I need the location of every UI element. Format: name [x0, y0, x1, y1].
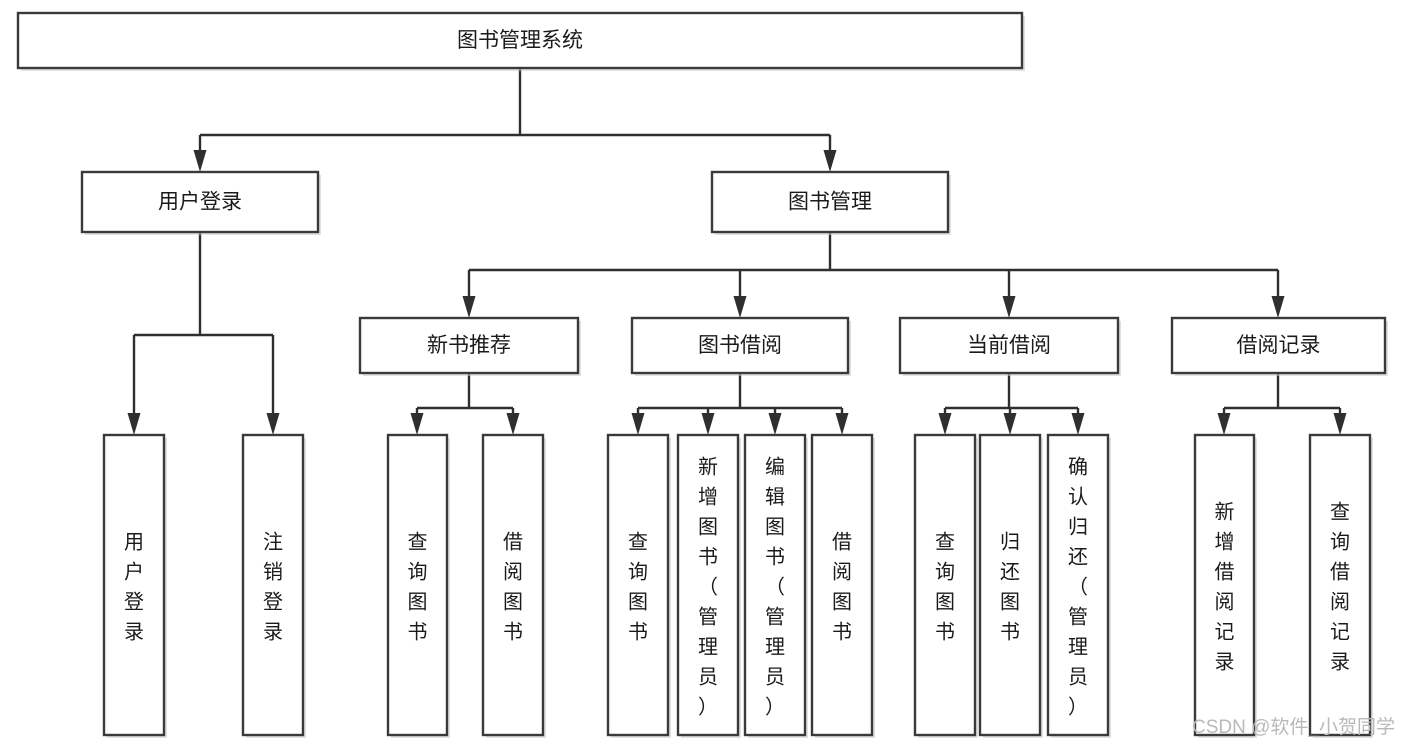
node-label: 查询借阅记录 [1330, 500, 1350, 673]
node-box-outline [913, 433, 977, 737]
leaf-node-user-logout[interactable]: 注销登录 [241, 433, 306, 738]
arrow-head-icon [1333, 413, 1347, 435]
node-label: 查询图书 [628, 530, 648, 643]
node-box-outline [978, 433, 1042, 737]
node-borrow-record[interactable]: 借阅记录 [1170, 316, 1388, 376]
arrow-head-icon [631, 413, 645, 435]
node-box-outline [810, 433, 874, 737]
node-box-outline [358, 316, 580, 375]
connector-userlogin-to-leaves [127, 232, 280, 435]
leaf-node-borrow-query[interactable]: 查询图书 [606, 433, 671, 738]
node-label: 借阅记录 [1237, 334, 1321, 357]
node-box-outline [1308, 433, 1372, 737]
node-label: 注销登录 [263, 530, 283, 643]
arrow-head-icon [266, 413, 280, 435]
node-root-system[interactable]: 图书管理系统 [16, 11, 1025, 71]
arrow-head-icon [1271, 296, 1285, 318]
node-user-login[interactable]: 用户登录 [80, 170, 321, 235]
boxes-layer: 图书管理系统用户登录图书管理新书推荐图书借阅当前借阅借阅记录用户登录注销登录查询… [16, 11, 1388, 738]
node-label: 归还图书 [1000, 530, 1020, 643]
node-label: 借阅图书 [503, 530, 523, 643]
leaf-node-borrow-add[interactable]: 新增图书（管理员） [676, 433, 741, 738]
node-label: 查询图书 [935, 530, 955, 643]
arrow-head-icon [127, 413, 141, 435]
node-box-outline [102, 433, 166, 737]
connector-recommend-to-leaves [410, 373, 520, 435]
node-label: 借阅图书 [832, 530, 852, 643]
arrow-head-icon [193, 150, 207, 172]
node-book-manage[interactable]: 图书管理 [710, 170, 951, 235]
node-label: 用户登录 [124, 531, 144, 643]
leaf-node-user-login[interactable]: 用户登录 [102, 433, 167, 738]
arrow-head-icon [1071, 413, 1085, 435]
node-label: 图书管理 [788, 191, 872, 214]
arrow-head-icon [506, 413, 520, 435]
node-box-outline [606, 433, 670, 737]
leaf-node-borrow-lend[interactable]: 借阅图书 [810, 433, 875, 738]
arrow-head-icon [1002, 296, 1016, 318]
node-box-outline [898, 316, 1120, 375]
leaf-node-current-confirm[interactable]: 确认归还（管理员） [1046, 433, 1111, 738]
node-label: 新增图书（管理员） [698, 455, 718, 718]
node-label: 新书推荐 [427, 334, 511, 357]
leaf-node-borrow-edit[interactable]: 编辑图书（管理员） [743, 433, 808, 738]
node-box-outline [743, 433, 807, 737]
arrow-head-icon [733, 296, 747, 318]
leaf-node-record-query[interactable]: 查询借阅记录 [1308, 433, 1373, 738]
connectors-layer [127, 68, 1347, 435]
arrow-head-icon [938, 413, 952, 435]
node-current-borrow[interactable]: 当前借阅 [898, 316, 1121, 376]
leaf-node-current-query[interactable]: 查询图书 [913, 433, 978, 738]
node-box-outline [630, 316, 850, 375]
connector-root-to-level2 [193, 68, 837, 172]
arrow-head-icon [410, 413, 424, 435]
arrow-head-icon [768, 413, 782, 435]
node-label: 编辑图书（管理员） [765, 455, 785, 718]
arrow-head-icon [1217, 413, 1231, 435]
node-book-borrow[interactable]: 图书借阅 [630, 316, 851, 376]
leaf-node-current-return[interactable]: 归还图书 [978, 433, 1043, 738]
node-box-outline [676, 433, 740, 737]
connector-bookmanage-to-level3 [462, 232, 1285, 318]
node-box-outline [481, 433, 545, 737]
node-label: 查询图书 [408, 530, 428, 643]
connector-borrow-to-leaves [631, 373, 849, 435]
arrow-head-icon [823, 150, 837, 172]
node-box-outline [386, 433, 449, 737]
node-label: 图书借阅 [698, 334, 782, 357]
node-box-outline [80, 170, 320, 234]
node-box-outline [16, 11, 1024, 70]
node-label: 新增借阅记录 [1215, 500, 1235, 673]
node-label: 当前借阅 [967, 334, 1051, 357]
connector-current-to-leaves [938, 373, 1085, 435]
node-label: 确认归还（管理员） [1068, 455, 1088, 718]
arrow-head-icon [462, 296, 476, 318]
node-box-outline [1046, 433, 1110, 737]
leaf-node-record-add[interactable]: 新增借阅记录 [1193, 433, 1257, 738]
leaf-node-recommend-query[interactable]: 查询图书 [386, 433, 450, 738]
arrow-head-icon [701, 413, 715, 435]
node-label: 用户登录 [158, 191, 242, 214]
connector-record-to-leaves [1217, 373, 1347, 435]
arrow-head-icon [835, 413, 849, 435]
node-box-outline [1170, 316, 1387, 375]
node-box-outline [1193, 433, 1256, 737]
node-box-outline [710, 170, 950, 234]
leaf-node-recommend-borrow[interactable]: 借阅图书 [481, 433, 546, 738]
node-label: 图书管理系统 [457, 29, 583, 52]
watermark-label: CSDN @软件_小贺同学 [1192, 716, 1395, 738]
node-box-outline [241, 433, 305, 737]
arrow-head-icon [1003, 413, 1017, 435]
node-new-book-recommend[interactable]: 新书推荐 [358, 316, 581, 376]
